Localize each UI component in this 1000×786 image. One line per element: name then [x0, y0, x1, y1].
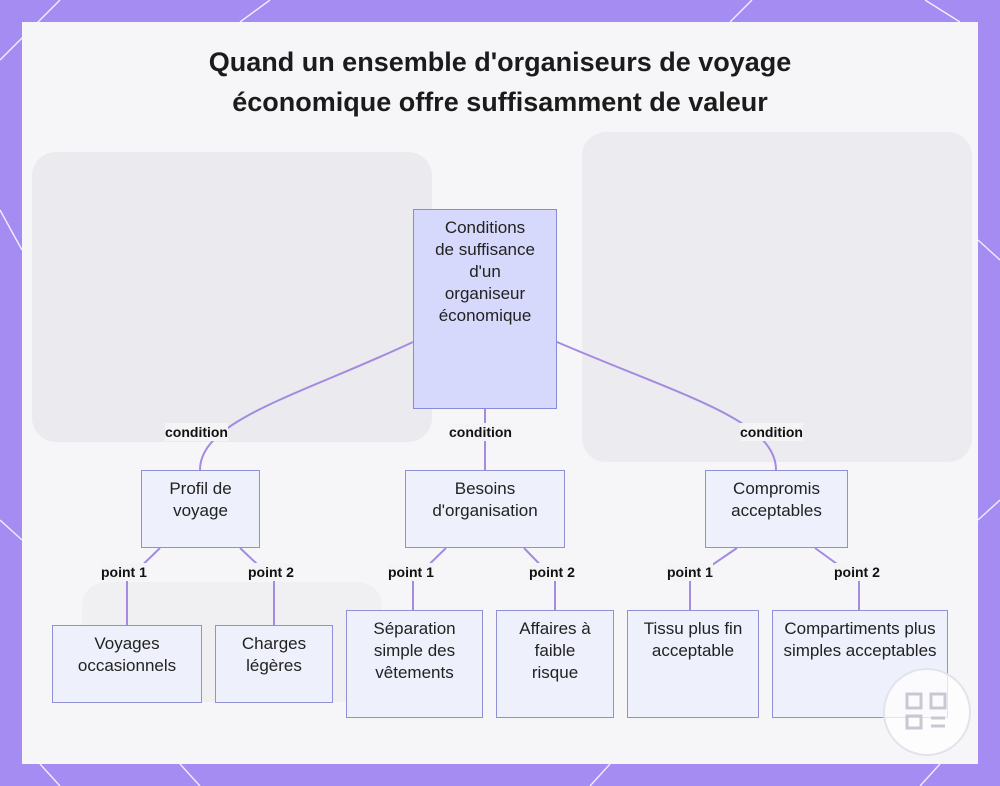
node-compromis-acceptables: Compromis acceptables — [705, 470, 848, 548]
edge-root-profil — [200, 342, 413, 470]
node-besoins-organisation: Besoins d'organisation — [405, 470, 565, 548]
edge-label-condition: condition — [740, 423, 803, 441]
node-label: Voyages occasionnels — [62, 633, 192, 677]
node-label: Profil de voyage — [156, 478, 246, 522]
node-tissu-plus-fin: Tissu plus fin acceptable — [627, 610, 759, 718]
node-label: Compromis acceptables — [722, 478, 832, 522]
edge-label-point-1: point 1 — [101, 563, 147, 581]
node-label: Tissu plus fin acceptable — [643, 618, 743, 662]
node-voyages-occasionnels: Voyages occasionnels — [52, 625, 202, 703]
qr-logo-glyph — [885, 670, 969, 754]
node-label: Charges légères — [234, 633, 314, 677]
edge-label-condition: condition — [449, 423, 512, 441]
node-label: Besoins d'organisation — [420, 478, 550, 522]
node-label: Séparation simple des vêtements — [365, 618, 465, 684]
node-charges-legeres: Charges légères — [215, 625, 333, 703]
edge-label-point-1: point 1 — [388, 563, 434, 581]
edge-root-compromis — [557, 342, 776, 470]
edge-label-condition: condition — [165, 423, 228, 441]
edge-profil-voyages — [127, 548, 160, 625]
qr-logo-icon — [883, 668, 971, 756]
edge-label-point-2: point 2 — [529, 563, 575, 581]
node-separation-vetements: Séparation simple des vêtements — [346, 610, 483, 718]
edge-label-point-2: point 2 — [834, 563, 880, 581]
node-label: Compartiments plus simples acceptables — [780, 618, 940, 662]
edge-label-point-2: point 2 — [248, 563, 294, 581]
edge-label-point-1: point 1 — [667, 563, 713, 581]
node-profil-voyage: Profil de voyage — [141, 470, 260, 548]
node-label: Affaires à faible risque — [512, 618, 598, 684]
node-root-conditions: Conditions de suffisance d'un organiseur… — [413, 209, 557, 409]
node-label: Conditions de suffisance d'un organiseur… — [435, 217, 535, 327]
node-affaires-faible-risque: Affaires à faible risque — [496, 610, 614, 718]
edge-profil-charges — [240, 548, 274, 625]
